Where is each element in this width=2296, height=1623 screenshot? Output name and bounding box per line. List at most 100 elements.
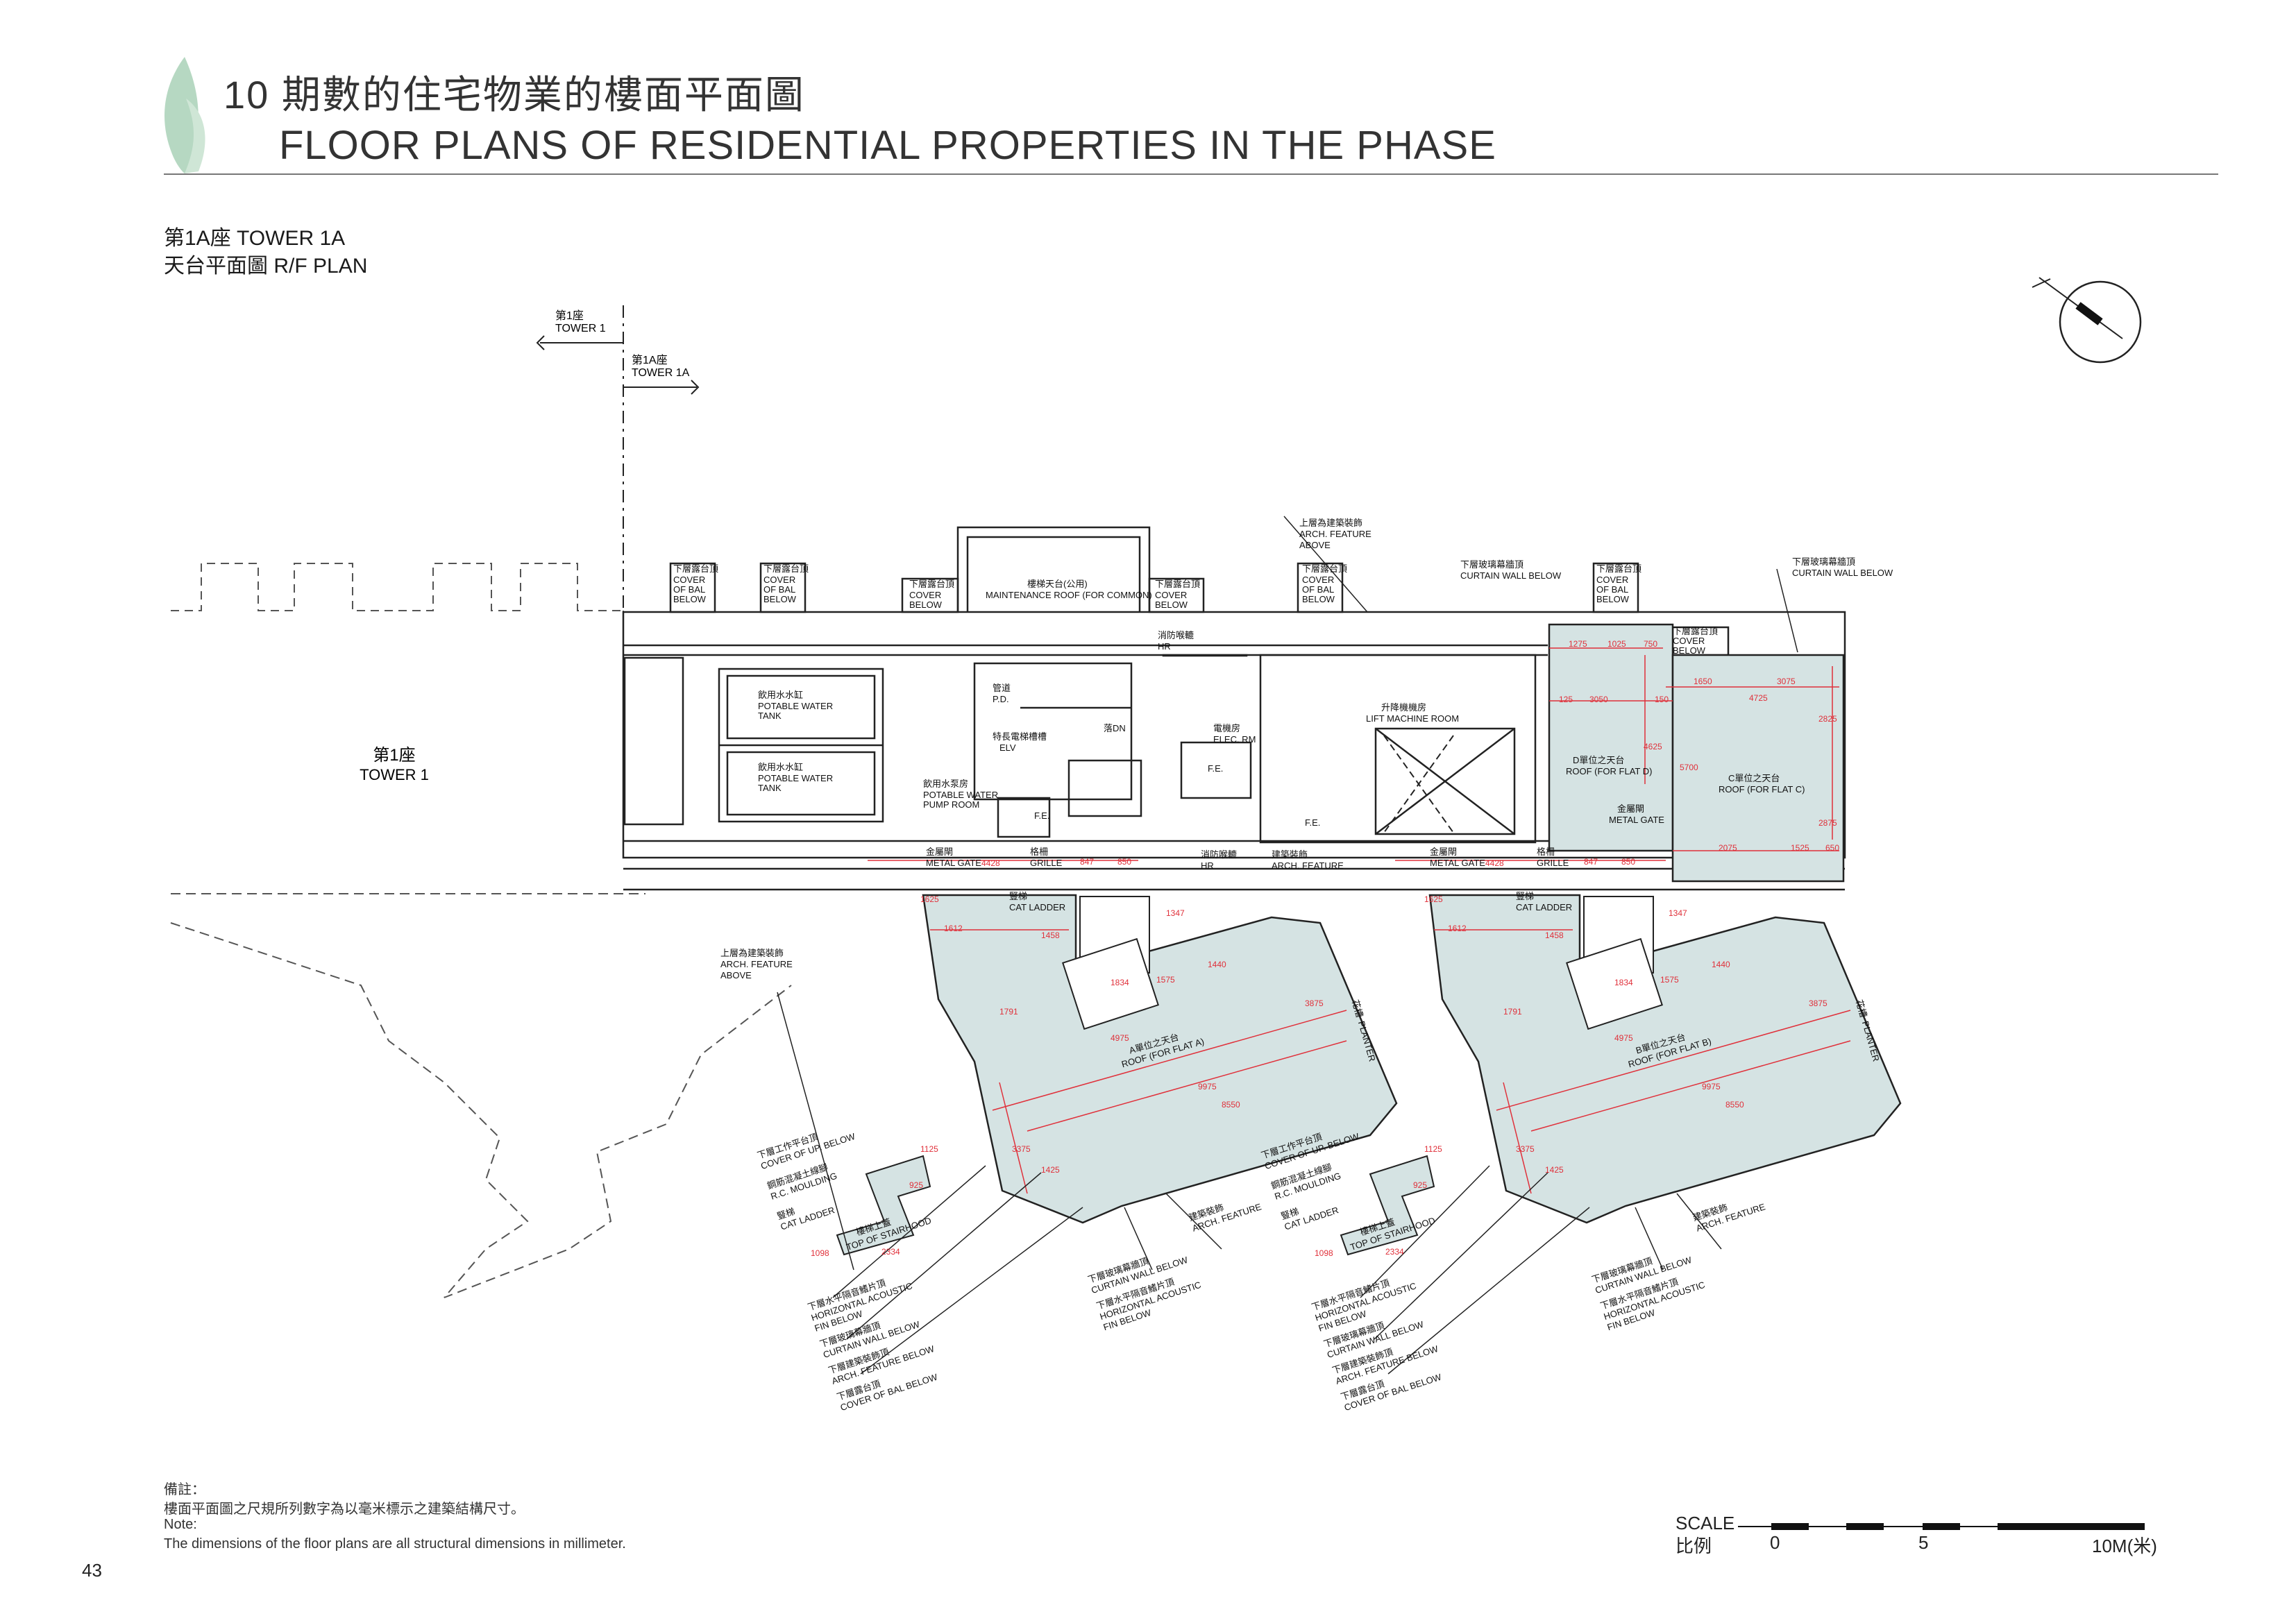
notes-heading-cn: 備註： (164, 1482, 205, 1497)
dim-1612-b: 1612 (1448, 924, 1467, 933)
curtain-en-1: CURTAIN WALL BELOW (1460, 570, 1562, 581)
dim-1525: 1525 (1791, 843, 1809, 853)
scale-tick-0: 0 (1770, 1532, 1780, 1553)
leader-lines (777, 516, 1798, 1375)
dim-1098-b: 1098 (1315, 1248, 1333, 1258)
water-tank-en1-1: POTABLE WATER (758, 701, 833, 711)
dim-1347-b: 1347 (1669, 908, 1687, 918)
dimension-lines (868, 647, 1851, 1194)
tower1-outline (171, 563, 624, 708)
notes-body-en: The dimensions of the floor plans are al… (164, 1536, 626, 1552)
dim-1575-b: 1575 (1660, 975, 1679, 985)
fire-extinguisher-label-1: F.E. (1034, 810, 1049, 821)
dim-4725: 4725 (1749, 693, 1768, 703)
dim-5700: 5700 (1680, 763, 1698, 772)
water-tank-en1-2: POTABLE WATER (758, 773, 833, 783)
elv-cn: 特長電梯槽槽 (993, 731, 1047, 742)
arch-above-en2: ABOVE (1299, 540, 1331, 550)
page-title-chinese: 10 期數的住宅物業的樓面平面圖 (223, 73, 805, 117)
hose-reel-cn-2: 消防喉轆 (1201, 849, 1237, 860)
cover-bal-label-1: 下層露台頂 (673, 563, 718, 574)
dim-850-2: 850 (1621, 857, 1635, 867)
curtain-cn-1: 下層玻璃幕牆頂 (1460, 559, 1523, 570)
arch-feature-en-1: ARCH. FEATURE (1272, 860, 1344, 871)
hose-reel-cn-1: 消防喉轆 (1158, 630, 1194, 640)
dim-1834-a: 1834 (1111, 978, 1129, 987)
dim-4975-a: 4975 (1111, 1033, 1129, 1043)
leaf-logo-icon (164, 57, 205, 173)
scale-label-cn: 比例 (1675, 1536, 1712, 1556)
dim-1625-b: 1625 (1424, 894, 1443, 904)
cover-bal-label-1-en1: COVER (673, 575, 705, 585)
arch-feature-cn-1: 建築裝飾 (1272, 849, 1308, 860)
water-tank-en2-1: TANK (758, 711, 782, 721)
tower1-lower-outline (170, 893, 792, 1298)
dim-847-2: 847 (1584, 857, 1598, 867)
water-tank-cn-2: 飲用水水缸 (758, 762, 803, 772)
dim-1098-a: 1098 (811, 1248, 829, 1258)
dimension-texts: 1275 1025 750 125 3050 150 4625 1650 307… (811, 639, 1839, 1258)
arch-above-en1-2: ARCH. FEATURE (720, 959, 793, 969)
cover-bal-label-6-en3: BELOW (1596, 594, 1630, 604)
adjacent-tower-cn: 第1座 (373, 746, 415, 765)
dim-1791-b: 1791 (1503, 1007, 1522, 1017)
section-tower1a-en: TOWER 1A (632, 367, 690, 379)
fire-extinguisher-label-2: F.E. (1208, 763, 1223, 774)
cover-bal-label-5-en1: COVER (1302, 575, 1334, 585)
dim-2075: 2075 (1719, 843, 1737, 853)
dim-2825: 2825 (1818, 714, 1837, 724)
dim-8550-b: 8550 (1725, 1100, 1744, 1110)
arch-above-cn-2: 上層為建築裝飾 (720, 948, 784, 958)
cover-bal-label-5: 下層露台頂 (1302, 563, 1347, 574)
cover-bal-label-3: 下層露台頂 (909, 579, 954, 589)
dim-125-d: 125 (1559, 695, 1573, 704)
dim-2875: 2875 (1818, 818, 1837, 828)
grille-en-1: GRILLE (1030, 858, 1063, 868)
dim-1791-a: 1791 (999, 1007, 1018, 1017)
section-mark (536, 305, 700, 611)
cover-bal-label-5-en2: OF BAL (1302, 584, 1334, 595)
dim-1275: 1275 (1569, 639, 1587, 649)
cover-bal-label-6-en2: OF BAL (1596, 584, 1628, 595)
cover-bal-label-4-en3: BELOW (1155, 600, 1188, 610)
dim-3375-a: 3375 (1012, 1144, 1031, 1154)
pump-room-cn: 飲用水泵房 (923, 779, 968, 789)
cover-bal-label-6-en1: COVER (1596, 575, 1628, 585)
plan-tower-label: 第1A座 TOWER 1A (164, 227, 346, 250)
metal-gate-en-2: METAL GATE (1430, 858, 1485, 868)
dim-1425-b: 1425 (1545, 1165, 1564, 1175)
hose-reel-en-1: HR (1158, 641, 1171, 652)
curtain-cn-2: 下層玻璃幕牆頂 (1792, 556, 1855, 567)
cat-ladder-cn-2: 豎梯 (1516, 891, 1534, 901)
dim-1440-a: 1440 (1208, 960, 1226, 969)
cover-bal-label-4: 下層露台頂 (1155, 579, 1200, 589)
elv-en: ELV (999, 742, 1016, 753)
stair-down-label: 落DN (1104, 723, 1126, 733)
stair-blocks (1062, 896, 1663, 1030)
cover-bal-label-1-en2: OF BAL (673, 584, 705, 595)
cover-bal-label-4-en1: COVER (1155, 590, 1187, 600)
cover-bal-label-7-en1: COVER (1673, 636, 1705, 646)
pipe-duct-en: P.D. (993, 694, 1009, 704)
metal-gate-en-dc: METAL GATE (1609, 815, 1664, 825)
planter-cn-a: 花槽 (1350, 999, 1365, 1019)
fire-extinguisher-label-3: F.E. (1305, 817, 1320, 828)
cover-bal-label-2-en1: COVER (763, 575, 795, 585)
pump-room-en2: PUMP ROOM (923, 799, 979, 810)
dim-1625-a: 1625 (920, 894, 939, 904)
notes-body-cn: 樓面平面圖之尺規所列數字為以毫米標示之建築結構尺寸。 (164, 1502, 525, 1517)
page-number: 43 (82, 1560, 102, 1581)
dim-1125-b: 1125 (1424, 1144, 1442, 1154)
dim-4428-1: 4428 (981, 858, 1000, 868)
dim-3050: 3050 (1589, 695, 1608, 704)
title-divider (164, 173, 2218, 175)
main-building (622, 526, 1846, 891)
scale-tick-10: 10M(米) (2092, 1536, 2157, 1556)
dim-1440-b: 1440 (1712, 960, 1730, 969)
page-title-english: FLOOR PLANS OF RESIDENTIAL PROPERTIES IN… (279, 123, 1496, 168)
hose-reel-en-2: HR (1201, 860, 1214, 871)
stair-hoods (836, 1155, 1435, 1256)
dim-750: 750 (1644, 639, 1657, 649)
dim-1575-a: 1575 (1156, 975, 1175, 985)
metal-gate-en-1: METAL GATE (926, 858, 981, 868)
